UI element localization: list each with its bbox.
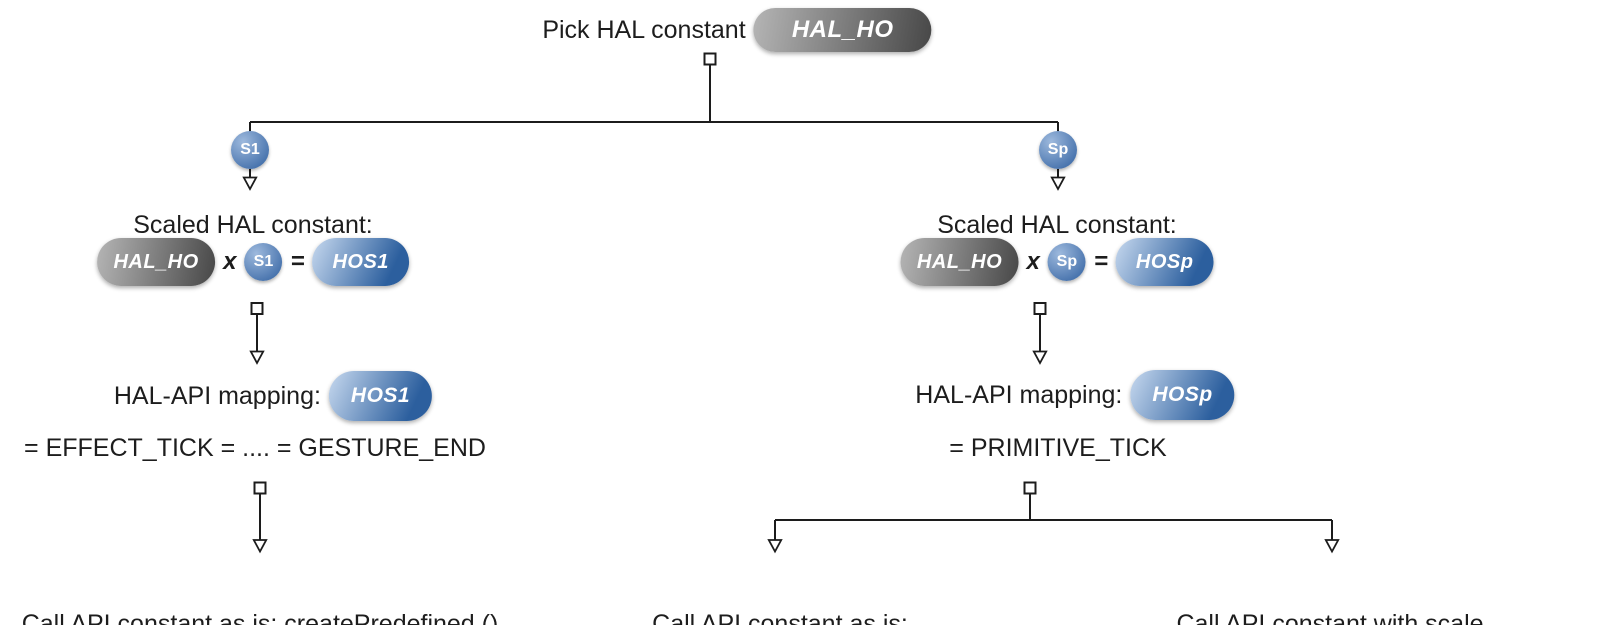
tree-edges <box>249 64 1333 540</box>
left-call-line1: Call API constant as is: createPredefine… <box>21 610 499 625</box>
arrowhead-icons <box>242 176 1340 554</box>
call-with-scale-line1: Call API constant with scale (s’): <box>1156 609 1505 625</box>
left-eq-result-pill: HOS1 <box>312 238 409 286</box>
call-as-is-text: Call API constant as is: addPrimitive(PR… <box>538 549 1023 625</box>
call-as-is-line1: Call API constant as is: <box>652 610 908 625</box>
left-mapping-heading: HAL-API mapping: <box>113 382 321 410</box>
root-label: Pick HAL constant <box>542 16 746 44</box>
right-eq-hal-pill: HAL_HO <box>900 238 1019 286</box>
right-mapping-row: HAL-API mapping: HOSp <box>915 370 1235 420</box>
call-with-scale-text: Call API constant with scale (s’): addPr… <box>1156 549 1505 625</box>
left-scaled-equation: HAL_HO x S1 = HOS1 <box>97 238 409 286</box>
left-eq-equals: = <box>290 248 305 275</box>
scale-badge-s1: S1 <box>231 131 269 169</box>
right-mapping-pill: HOSp <box>1130 370 1235 420</box>
left-eq-scale-badge: S1 <box>244 243 283 281</box>
right-eq-times: x <box>1026 248 1040 275</box>
left-mapping-row: HAL-API mapping: HOS1 <box>113 371 433 421</box>
left-mapping-pill: HOS1 <box>328 371 433 421</box>
right-scaled-heading: Scaled HAL constant: <box>937 211 1177 239</box>
right-scaled-equation: HAL_HO x Sp = HOSp <box>900 238 1214 286</box>
left-call-text: Call API constant as is: createPredefine… <box>22 549 499 625</box>
hal-constant-pill: HAL_HO <box>753 8 932 52</box>
right-eq-equals: = <box>1093 248 1108 275</box>
left-mapping-equation: = EFFECT_TICK = .... = GESTURE_END <box>24 434 486 462</box>
left-eq-times: x <box>223 248 237 275</box>
right-eq-result-pill: HOSp <box>1115 238 1214 286</box>
left-scaled-heading: Scaled HAL constant: <box>133 211 373 239</box>
right-eq-scale-badge: Sp <box>1047 243 1086 281</box>
scale-badge-sp: Sp <box>1039 131 1077 169</box>
left-eq-hal-pill: HAL_HO <box>97 238 216 286</box>
call-with-scale-line1-pre: Call API constant with scale ( <box>1176 610 1484 625</box>
right-mapping-equation: = PRIMITIVE_TICK <box>949 434 1167 462</box>
root-node: Pick HAL constant HAL_HO <box>542 8 932 52</box>
right-mapping-heading: HAL-API mapping: <box>915 381 1123 409</box>
connector-squares <box>250 52 1047 495</box>
